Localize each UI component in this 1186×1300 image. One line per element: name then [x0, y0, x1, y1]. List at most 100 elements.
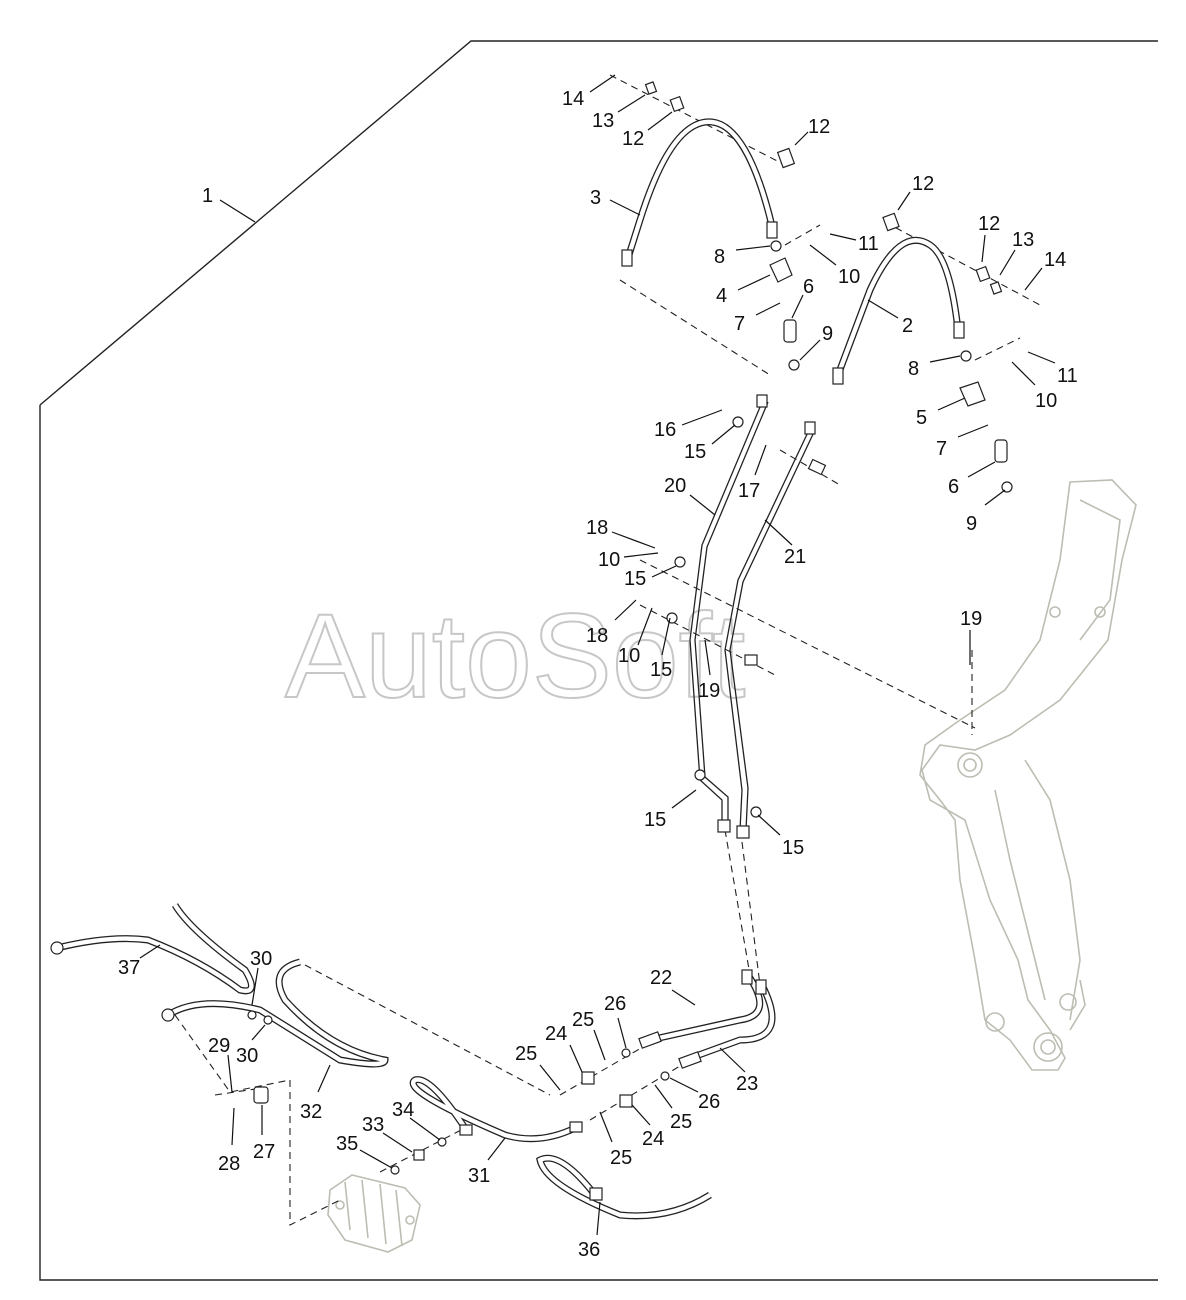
- callout-12: 12: [794, 116, 830, 146]
- svg-text:15: 15: [624, 568, 646, 590]
- svg-text:8: 8: [908, 358, 919, 380]
- svg-text:4: 4: [716, 285, 727, 307]
- callout-10: 10: [598, 549, 659, 571]
- svg-text:21: 21: [784, 546, 806, 568]
- callout-30: 30: [236, 1024, 266, 1067]
- svg-text:25: 25: [515, 1043, 537, 1065]
- svg-text:12: 12: [912, 173, 934, 195]
- callout-17: 17: [738, 444, 767, 502]
- callout-14: 14: [562, 74, 616, 110]
- svg-text:11: 11: [858, 233, 879, 255]
- svg-text:32: 32: [300, 1101, 322, 1123]
- svg-text:15: 15: [684, 441, 706, 463]
- svg-text:20: 20: [664, 475, 686, 497]
- callouts: 1 14 13 12 12 3 12 12 13 14 11 10 8 4 6 …: [118, 74, 1078, 1261]
- svg-text:AutoSoft: AutoSoft: [285, 589, 745, 723]
- svg-text:12: 12: [978, 213, 1000, 235]
- callout-15: 15: [757, 814, 804, 859]
- callout-8: 8: [714, 245, 771, 268]
- svg-text:10: 10: [618, 645, 640, 667]
- callout-25: 25: [572, 1009, 606, 1061]
- svg-text:10: 10: [1035, 390, 1057, 412]
- svg-text:17: 17: [738, 480, 760, 502]
- callout-15: 15: [650, 617, 672, 681]
- svg-text:27: 27: [253, 1141, 275, 1163]
- callout-36: 36: [578, 1201, 601, 1261]
- svg-text:13: 13: [592, 110, 614, 132]
- svg-text:26: 26: [604, 993, 626, 1015]
- callout-34: 34: [392, 1099, 441, 1141]
- svg-text:15: 15: [644, 809, 666, 831]
- assembly-frame: [39, 40, 1158, 1281]
- callout-1: 1: [202, 185, 256, 223]
- callout-14: 14: [1024, 249, 1066, 291]
- callout-4: 4: [716, 274, 771, 307]
- callout-25: 25: [599, 1111, 632, 1169]
- hose-32: [161, 958, 389, 1068]
- svg-text:15: 15: [650, 659, 672, 681]
- callout-24: 24: [545, 1023, 583, 1073]
- callout-6: 6: [948, 461, 996, 498]
- hose-22-23: [649, 969, 776, 1064]
- svg-text:9: 9: [822, 323, 833, 345]
- callout-26: 26: [604, 993, 627, 1049]
- svg-text:10: 10: [838, 266, 860, 288]
- callout-9: 9: [799, 323, 833, 361]
- hose-37: [50, 903, 255, 995]
- svg-text:6: 6: [948, 476, 959, 498]
- callout-25: 25: [515, 1043, 561, 1091]
- svg-text:6: 6: [803, 276, 814, 298]
- callout-15: 15: [624, 565, 677, 590]
- svg-text:10: 10: [598, 549, 620, 571]
- callout-32: 32: [300, 1064, 331, 1123]
- svg-text:25: 25: [572, 1009, 594, 1031]
- callout-37: 37: [118, 944, 161, 979]
- hose-36: [536, 1154, 712, 1220]
- hose-3: [621, 118, 778, 267]
- control-valve-block: [327, 1174, 421, 1253]
- callout-10: 10: [618, 607, 653, 667]
- svg-text:12: 12: [622, 128, 644, 150]
- svg-text:14: 14: [1044, 249, 1066, 271]
- svg-text:16: 16: [654, 419, 676, 441]
- svg-text:23: 23: [736, 1073, 758, 1095]
- svg-text:5: 5: [916, 407, 927, 429]
- svg-text:35: 35: [336, 1133, 358, 1155]
- svg-text:1: 1: [202, 185, 213, 207]
- svg-text:36: 36: [578, 1239, 600, 1261]
- callout-23: 23: [719, 1047, 758, 1095]
- svg-text:24: 24: [545, 1023, 567, 1045]
- callout-35: 35: [336, 1133, 393, 1169]
- callout-31: 31: [468, 1137, 506, 1187]
- svg-text:18: 18: [586, 517, 608, 539]
- callout-11: 11: [829, 233, 879, 255]
- alignment-lines: [174, 74, 1041, 1226]
- pipe-21: [724, 421, 816, 839]
- callout-13: 13: [999, 229, 1034, 276]
- fittings: [247, 81, 1013, 1201]
- callout-28: 28: [218, 1107, 240, 1175]
- svg-text:37: 37: [118, 957, 140, 979]
- svg-text:26: 26: [698, 1091, 720, 1113]
- svg-text:14: 14: [562, 88, 584, 110]
- svg-text:19: 19: [698, 680, 720, 702]
- svg-text:18: 18: [586, 625, 608, 647]
- callout-10: 10: [1011, 361, 1057, 412]
- svg-text:24: 24: [642, 1128, 664, 1150]
- callout-7: 7: [734, 302, 781, 335]
- callout-25: 25: [654, 1084, 692, 1133]
- watermark: AutoSoft: [284, 588, 746, 724]
- svg-text:12: 12: [808, 116, 830, 138]
- svg-text:28: 28: [218, 1153, 240, 1175]
- svg-text:8: 8: [714, 246, 725, 268]
- svg-text:34: 34: [392, 1099, 414, 1121]
- svg-text:7: 7: [734, 313, 745, 335]
- callout-6: 6: [791, 276, 814, 319]
- callout-9: 9: [966, 489, 1006, 535]
- callout-24: 24: [631, 1104, 664, 1150]
- callout-33: 33: [362, 1114, 413, 1153]
- callout-7: 7: [936, 424, 989, 460]
- callout-10: 10: [809, 244, 860, 288]
- svg-text:9: 9: [966, 513, 977, 535]
- pipe-20: [689, 394, 769, 833]
